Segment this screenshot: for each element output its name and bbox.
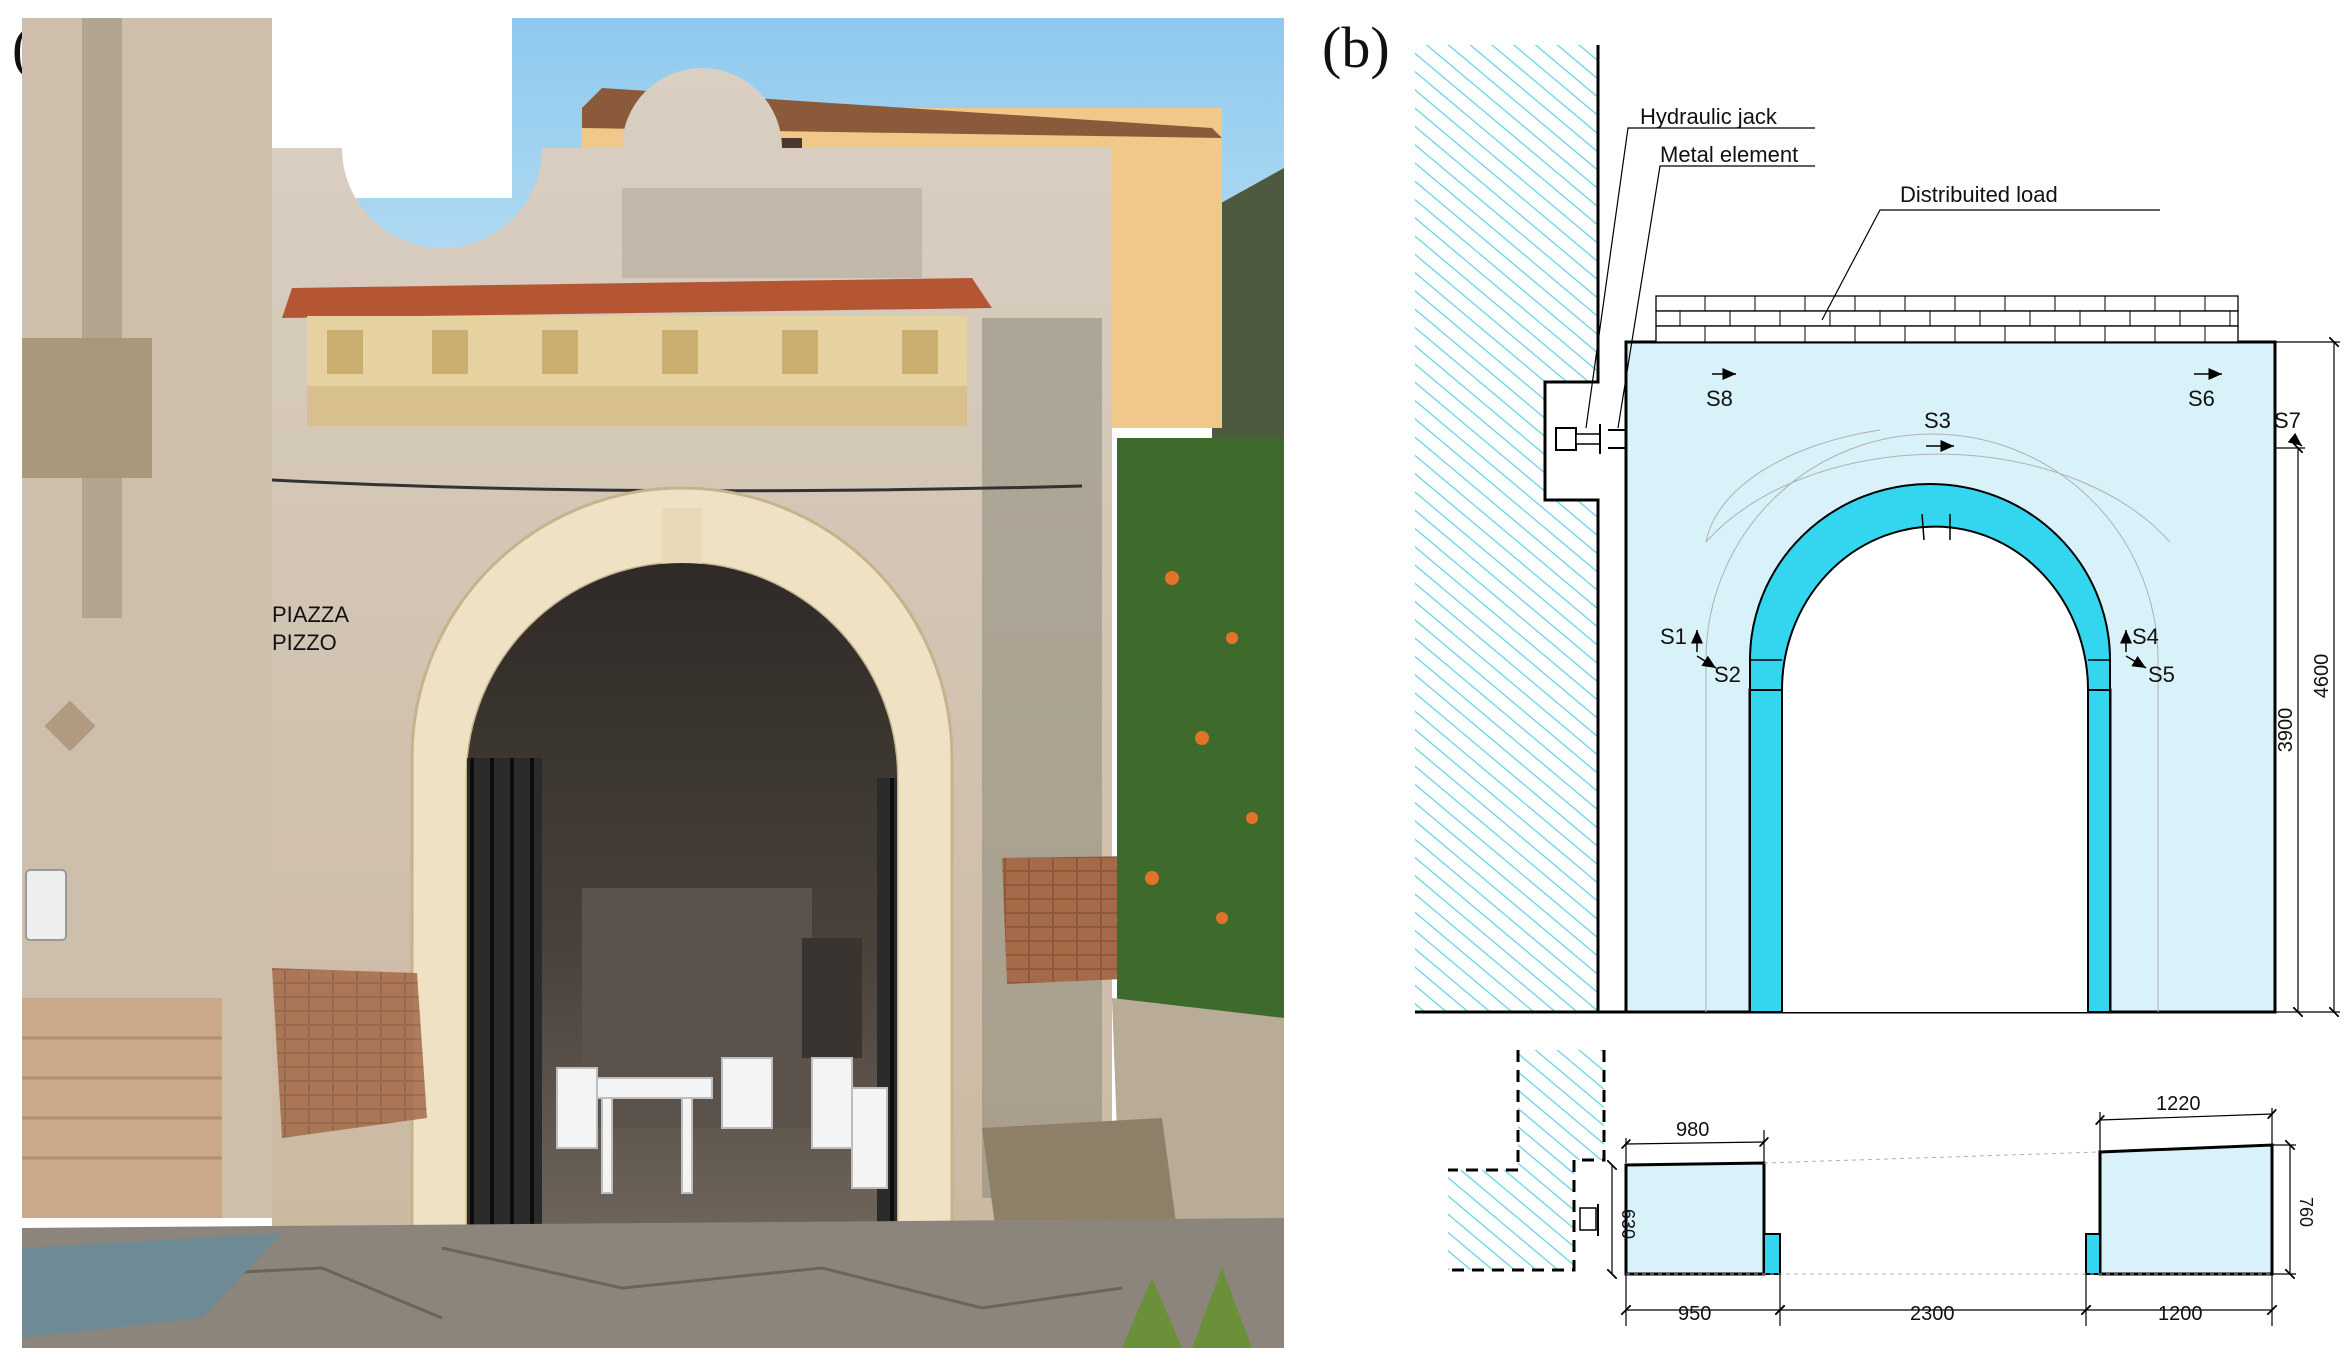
dim-pier-right-top: 1220: [2156, 1093, 2201, 1115]
sensor-s3: S3: [1924, 408, 1951, 433]
arch-photograph: PIAZZA PIZZO: [22, 18, 1284, 1348]
hydraulic-jack: [1555, 424, 1601, 454]
plan-left-pier: [1624, 1161, 1766, 1276]
sensor-s5: S5: [2148, 662, 2175, 687]
sensor-s2: S2: [1714, 662, 1741, 687]
distributed-load-label: Distribuited load: [1900, 182, 2058, 207]
dim-span: 2300: [1910, 1303, 1955, 1325]
dim-pier-right-depth: 760: [2296, 1197, 2316, 1227]
sensor-s8: S8: [1706, 386, 1733, 411]
right-pier: [2087, 689, 2111, 1013]
metal-element: [1608, 429, 1626, 449]
hydraulic-jack-label: Hydraulic jack: [1640, 104, 1778, 129]
reaction-wall: [1415, 45, 1600, 1012]
dim-pier-left-top: 980: [1676, 1119, 1709, 1141]
plaque-line-2: PIZZO: [272, 630, 337, 655]
panel-b-label: (b): [1322, 15, 1390, 80]
plaque-line-1: PIAZZA: [272, 602, 349, 627]
dim-pier-left-bottom: 950: [1678, 1303, 1711, 1325]
dim-pier-right-bottom: 1200: [2158, 1303, 2203, 1325]
metal-element-label: Metal element: [1660, 142, 1798, 167]
distributed-load-blocks: [1655, 295, 2239, 343]
plan-right-pier: [2098, 1143, 2274, 1276]
sensor-s4: S4: [2132, 624, 2159, 649]
arch-test-drawing: Hydraulic jack Metal element Distribuite…: [1415, 45, 2340, 1326]
sensor-s6: S6: [2188, 386, 2215, 411]
sensor-s7: S7: [2274, 408, 2301, 433]
left-pier: [1749, 689, 1783, 1013]
dim-height-total: 4600: [2311, 654, 2333, 699]
sensor-s1: S1: [1660, 624, 1687, 649]
plan-wall: [1448, 1050, 1606, 1272]
dim-height-springing: 3900: [2275, 708, 2297, 753]
dim-pier-left-depth: 630: [1618, 1209, 1638, 1239]
